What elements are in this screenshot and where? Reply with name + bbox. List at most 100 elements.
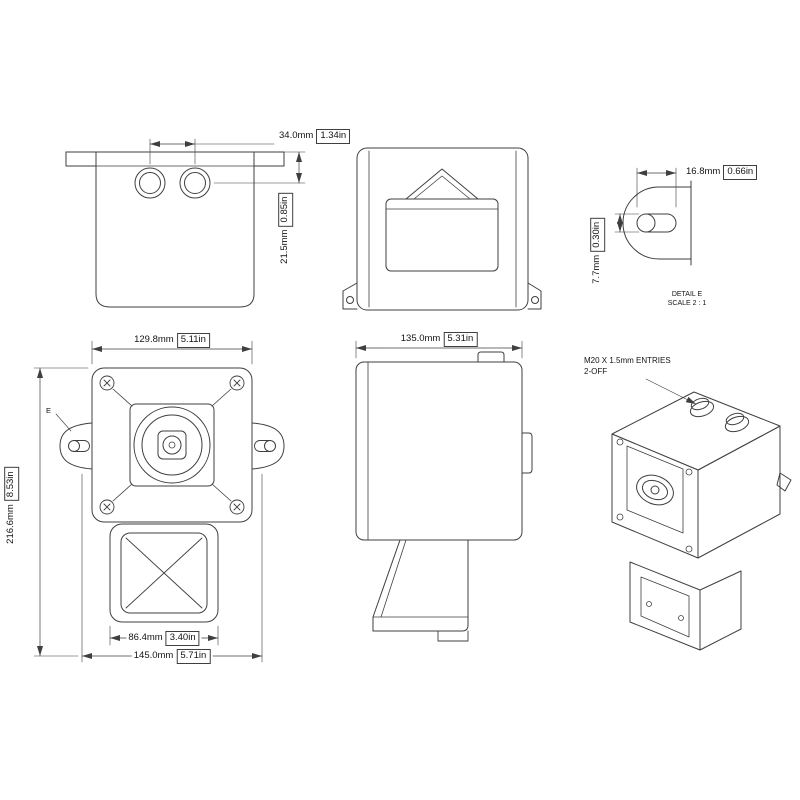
side-horn-profile xyxy=(372,539,469,632)
top-view xyxy=(65,138,306,308)
top-view-tab-left xyxy=(65,151,97,167)
dim-horn-width: 86.4mm 3.40in xyxy=(126,631,202,646)
ext-line xyxy=(33,367,89,657)
cable-entry-left-outer xyxy=(134,167,166,199)
rear-foot-left-hole xyxy=(346,296,354,304)
side-body-outline xyxy=(355,361,523,541)
corner-screws xyxy=(99,375,245,515)
rear-foot-left xyxy=(342,282,358,310)
rear-foot-right-hole xyxy=(531,296,539,304)
dim-slot-height: 7.7mm 0.30in xyxy=(590,215,605,286)
dim-overall-height-in: 8.53in xyxy=(4,467,19,502)
note-leader xyxy=(645,378,697,405)
front-ear-right-keyhole xyxy=(264,440,276,452)
detail-scale: SCALE 2 : 1 xyxy=(667,300,707,308)
ext-line xyxy=(614,213,640,233)
iso-front-flare xyxy=(626,445,684,534)
front-flare-inner xyxy=(129,403,215,487)
side-horn-inner-flare xyxy=(380,539,407,618)
iso-bracket-side xyxy=(699,570,742,651)
cable-entry-right-outer xyxy=(179,167,211,199)
iso-bracket-screw-2 xyxy=(678,615,684,621)
rear-label-panel xyxy=(385,198,499,272)
detail-callout-e: E xyxy=(46,406,52,415)
dim-body-depth: 135.0mm 5.31in xyxy=(398,332,480,347)
front-body-outline xyxy=(91,367,253,523)
dim-overall-width-in: 5.71in xyxy=(176,649,211,664)
isometric-view xyxy=(611,378,792,651)
iso-cable-glands xyxy=(689,397,750,433)
rear-top-prism-inner xyxy=(413,175,471,200)
rear-view xyxy=(342,147,542,311)
side-view xyxy=(355,340,533,642)
detail-ear-contour xyxy=(622,186,692,260)
detail-keyhole-slot xyxy=(645,213,677,233)
front-flare-diagonals xyxy=(112,388,232,502)
dim-overall-height: 216.6mm 8.53in xyxy=(4,465,19,546)
entries-note: M20 X 1.5mm ENTRIES 2-OFF xyxy=(584,356,671,378)
front-ear-left xyxy=(59,422,93,470)
iso-front-face xyxy=(611,433,699,559)
front-ear-left-slot xyxy=(73,440,90,452)
driver-circle-outer xyxy=(133,406,211,484)
dim-body-depth-mm: 135.0mm xyxy=(400,333,441,344)
dim-entry-offset-mm: 21.5mm xyxy=(279,229,291,264)
driver-hub xyxy=(157,430,187,460)
front-ear-left-keyhole xyxy=(68,440,80,452)
front-ear-right xyxy=(251,422,285,470)
ext-line xyxy=(81,473,263,663)
dim-overall-width-mm: 145.0mm xyxy=(133,650,174,661)
rear-body-outline xyxy=(356,147,529,311)
dim-overall-height-mm: 216.6mm xyxy=(5,504,17,544)
dim-entry-spacing: 34.0mm 1.34in xyxy=(277,129,353,144)
horn-outline xyxy=(109,523,219,623)
dim-body-width: 129.8mm 5.11in xyxy=(132,333,212,348)
dim-overall-width: 145.0mm 5.71in xyxy=(131,649,213,664)
side-clip xyxy=(521,432,533,474)
driver-logo-ring xyxy=(162,435,182,455)
cable-entry-right-inner xyxy=(184,172,206,194)
iso-bracket-front xyxy=(629,561,701,651)
ext-line xyxy=(213,151,306,184)
iso-bracket-cutout xyxy=(640,576,690,638)
detail-title: DETAIL E xyxy=(671,291,703,298)
detail-view-label: DETAIL E SCALE 2 : 1 xyxy=(667,290,707,309)
dim-entry-spacing-mm: 34.0mm xyxy=(279,130,314,141)
entries-note-line2: 2-OFF xyxy=(584,366,608,376)
rear-top-prism xyxy=(405,168,479,200)
dim-body-width-mm: 129.8mm xyxy=(134,334,174,345)
dim-horn-width-in: 3.40in xyxy=(165,631,200,646)
ext-line xyxy=(91,340,253,365)
dim-entry-offset-in: 0.85in xyxy=(278,192,293,227)
entries-note-line1: M20 X 1.5mm ENTRIES xyxy=(584,356,671,365)
front-view xyxy=(33,340,285,663)
horn-cross-braces xyxy=(125,537,203,609)
iso-ear-tab xyxy=(776,472,792,492)
dim-slot-height-mm: 7.7mm xyxy=(591,254,603,284)
dim-body-depth-in: 5.31in xyxy=(443,332,478,347)
iso-bracket-screw-1 xyxy=(646,601,652,607)
driver-circle-inner xyxy=(141,414,203,476)
dim-slot-length-in: 0.66in xyxy=(723,165,758,180)
iso-driver-outer xyxy=(636,474,674,506)
detail-e-view xyxy=(614,167,692,266)
dim-slot-length: 16.8mm 0.66in xyxy=(684,165,760,180)
dim-entry-offset: 21.5mm 0.85in xyxy=(278,190,293,266)
side-gland xyxy=(477,351,505,363)
top-view-body-outline xyxy=(95,151,255,308)
detail-keyhole-circle xyxy=(636,213,656,233)
iso-corner-screws xyxy=(616,438,693,553)
rear-side-lines xyxy=(368,150,517,308)
front-ear-right-slot xyxy=(254,440,271,452)
horn-inner xyxy=(120,532,208,614)
dim-body-width-in: 5.11in xyxy=(176,333,210,348)
dim-slot-length-mm: 16.8mm xyxy=(686,166,721,177)
dim-entry-spacing-in: 1.34in xyxy=(316,129,351,144)
top-view-tab-right xyxy=(253,151,285,167)
iso-driver-inner xyxy=(641,479,669,501)
iso-driver-hub xyxy=(650,485,660,495)
cable-entry-left-inner xyxy=(139,172,161,194)
dim-slot-height-in: 0.30in xyxy=(590,217,605,252)
